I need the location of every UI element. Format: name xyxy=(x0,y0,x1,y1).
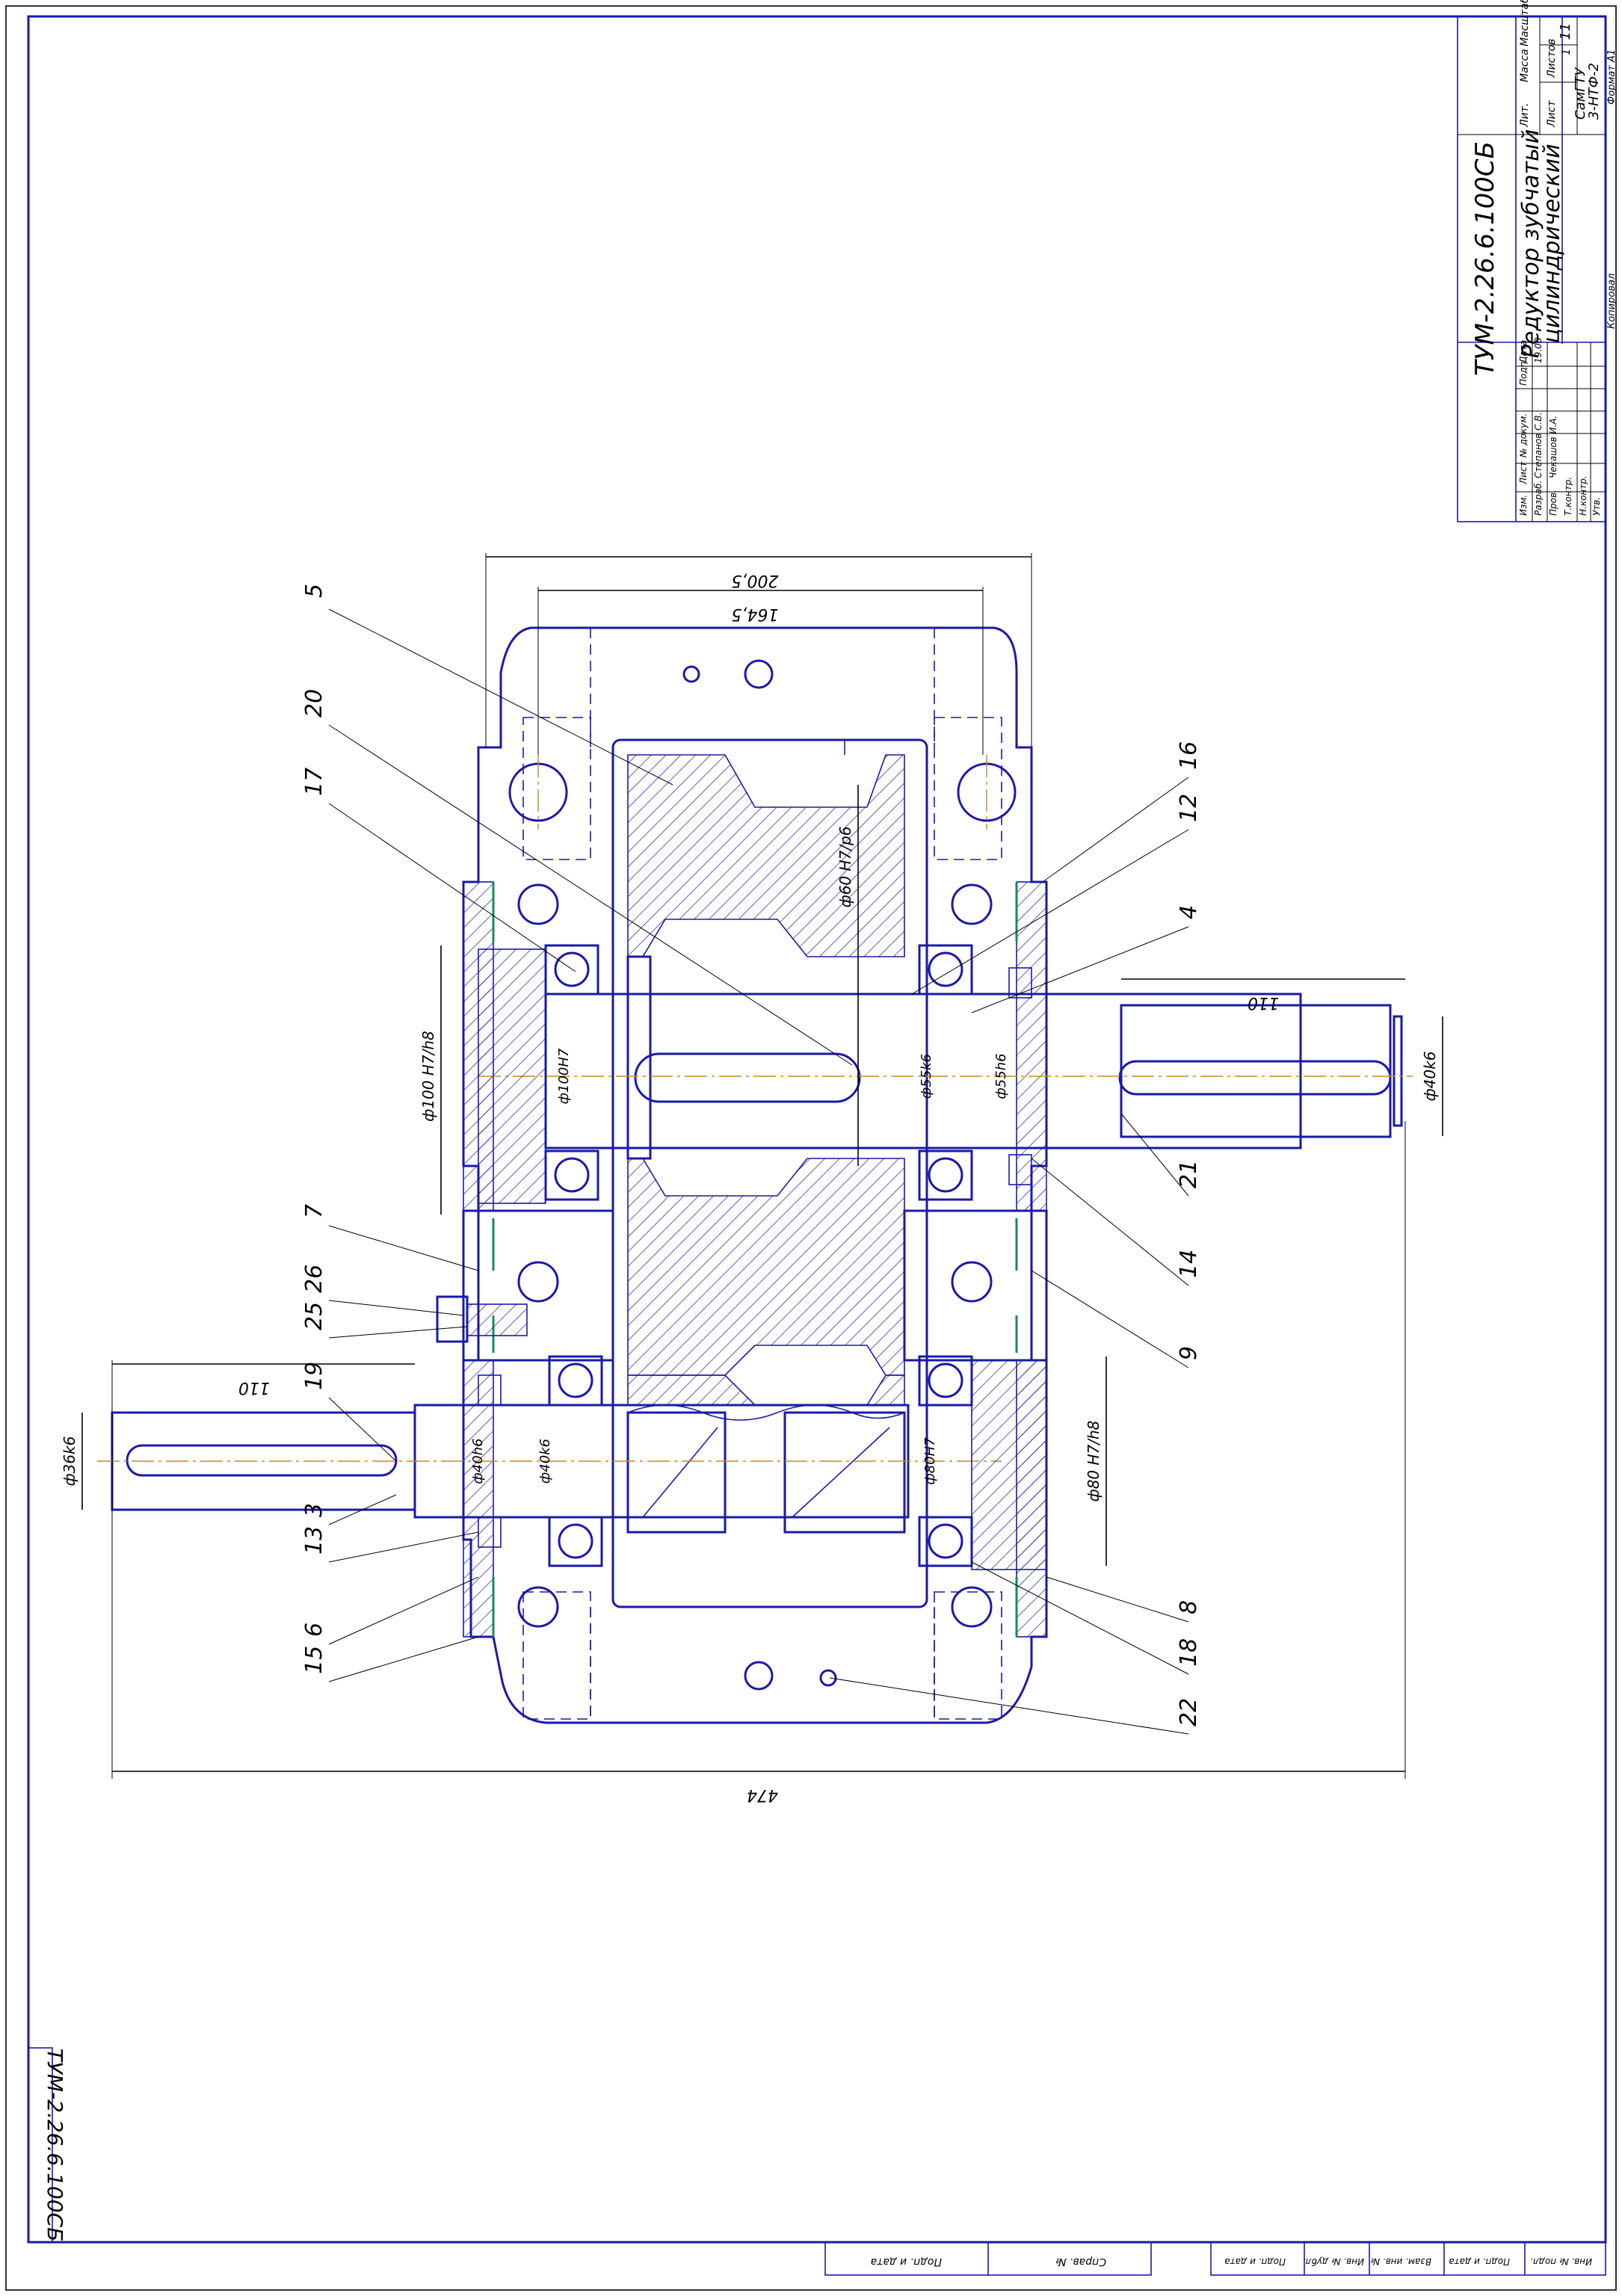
side-stamp: ТУМ-2.26.6.100СБ xyxy=(28,2047,67,2243)
drain-plug xyxy=(436,1295,528,1343)
svg-text:ф80 H7/h8: ф80 H7/h8 xyxy=(1085,1421,1103,1502)
svg-text:ф40k6: ф40k6 xyxy=(537,1439,553,1484)
title-designation: ТУМ-2.26.6.100СБ xyxy=(1470,141,1500,376)
svg-text:Дата: Дата xyxy=(1518,340,1529,364)
svg-text:ф100 H7/h8: ф100 H7/h8 xyxy=(419,1031,437,1122)
callout-9: 9 xyxy=(1176,1346,1202,1360)
callout-8: 8 xyxy=(1176,1600,1202,1614)
title-sheets-label: Листов xyxy=(1546,39,1558,78)
bottom-strip: Подп. и дата Справ. № Подп. и дата Инв. … xyxy=(824,2241,1606,2276)
svg-text:ф80H7: ф80H7 xyxy=(922,1437,938,1485)
svg-text:Пров.: Пров. xyxy=(1548,490,1558,516)
svg-text:ф55k6: ф55k6 xyxy=(919,1054,934,1099)
svg-text:№ докум.: № докум. xyxy=(1518,413,1529,458)
svg-text:Степанов С.В.: Степанов С.В. xyxy=(1533,413,1544,478)
output-shaft xyxy=(478,944,1413,1204)
title-litera: Лит. xyxy=(1519,103,1531,128)
title-mass: Масса xyxy=(1519,49,1531,82)
callout-26: 26 xyxy=(301,1265,327,1293)
callout-3: 3 xyxy=(301,1503,327,1517)
inner-frame xyxy=(27,15,1607,2244)
title-sheet: 11 xyxy=(1558,23,1573,40)
svg-text:Чекашов И.А.: Чекашов И.А. xyxy=(1548,416,1558,478)
title-sheets-value: 1 xyxy=(1561,49,1573,55)
callout-12: 12 xyxy=(1176,794,1202,822)
callout-22: 22 xyxy=(1176,1698,1202,1726)
svg-text:Т.контр.: Т.контр. xyxy=(1563,477,1573,516)
title-name-1: Редуктор зубчатый xyxy=(1518,129,1544,359)
bolt-holes xyxy=(508,659,1017,1691)
svg-text:ф40k6: ф40k6 xyxy=(1421,1052,1439,1102)
callout-4: 4 xyxy=(1176,905,1202,919)
svg-text:Утв.: Утв. xyxy=(1591,497,1602,516)
svg-text:110: 110 xyxy=(238,1378,270,1397)
title-sheet-label: Лист xyxy=(1546,100,1558,128)
svg-text:ф36k6: ф36k6 xyxy=(61,1436,78,1487)
callout-7: 7 xyxy=(301,1204,327,1218)
leader-lines xyxy=(328,608,1189,1735)
callout-5: 5 xyxy=(301,584,327,598)
svg-text:Подп. и дата: Подп. и дата xyxy=(1224,2256,1286,2267)
svg-text:Инв. № дубл.: Инв. № дубл. xyxy=(1303,2256,1364,2267)
svg-text:Изм.: Изм. xyxy=(1518,495,1529,516)
upper-gear-wheel xyxy=(626,740,905,1376)
title-org-1: СамГТУ xyxy=(1573,67,1588,120)
callout-21: 21 xyxy=(1176,1160,1202,1188)
svg-text:Подп. и дата: Подп. и дата xyxy=(1449,2256,1510,2267)
svg-text:200,5: 200,5 xyxy=(732,571,779,590)
svg-text:Инв. № подл.: Инв. № подл. xyxy=(1530,2256,1592,2267)
callout-14: 14 xyxy=(1176,1250,1202,1278)
svg-text:Справ. №: Справ. № xyxy=(1055,2256,1106,2268)
svg-text:ТУМ-2.26.6.100СБ: ТУМ-2.26.6.100СБ xyxy=(43,2049,67,2242)
callout-16: 16 xyxy=(1176,741,1202,770)
callout-25: 25 xyxy=(301,1302,327,1330)
title-copied: Копировал xyxy=(1606,274,1618,329)
title-name-2: цилиндрический xyxy=(1539,144,1565,343)
callout-numbers: 5 20 17 16 12 4 21 14 9 7 26 25 19 3 13 … xyxy=(301,584,1202,1726)
svg-text:19.08: 19.08 xyxy=(1533,337,1544,363)
svg-text:Лист: Лист xyxy=(1518,461,1529,485)
title-scale: Масштаб xyxy=(1519,0,1531,46)
title-block: ТУМ-2.26.6.100СБ Редуктор зубчатый цилин… xyxy=(1457,0,1618,522)
lower-gear-pinion xyxy=(626,1374,906,1534)
input-shaft xyxy=(97,1355,1047,1570)
svg-text:ф100H7: ф100H7 xyxy=(556,1048,572,1104)
callout-13: 13 xyxy=(301,1526,327,1555)
callout-20: 20 xyxy=(301,689,327,718)
svg-text:Подп. и дата: Подп. и дата xyxy=(871,2256,942,2268)
svg-text:Разраб.: Разраб. xyxy=(1533,481,1544,516)
title-format: Формат А1 xyxy=(1606,49,1618,105)
svg-text:Подп.: Подп. xyxy=(1518,359,1529,386)
svg-text:Взам. инв. №: Взам. инв. № xyxy=(1371,2256,1431,2267)
dimension-labels: 200,5 164,5 474 110 110 ф40k6 ф36k6 ф60 … xyxy=(61,571,1439,1804)
callout-19: 19 xyxy=(301,1362,327,1390)
title-rows: Изм. Лист № докум. Подп. Дата Разраб. Ст… xyxy=(1518,337,1602,516)
title-org-2: 3-НТФ-2 xyxy=(1586,63,1602,120)
svg-text:110: 110 xyxy=(1248,993,1279,1012)
svg-text:Н.контр.: Н.контр. xyxy=(1578,475,1588,516)
callout-6: 6 xyxy=(301,1623,327,1637)
outer-frame xyxy=(5,5,1617,2291)
svg-text:ф55h6: ф55h6 xyxy=(993,1053,1009,1099)
callout-17: 17 xyxy=(301,768,327,796)
svg-text:ф40h6: ф40h6 xyxy=(470,1438,486,1484)
svg-text:ф60 H7/p6: ф60 H7/p6 xyxy=(836,827,854,908)
callout-15: 15 xyxy=(301,1646,327,1674)
callout-18: 18 xyxy=(1176,1638,1202,1667)
dimension-lines xyxy=(81,553,1443,1779)
svg-text:164,5: 164,5 xyxy=(732,605,779,623)
svg-text:474: 474 xyxy=(747,1786,778,1804)
